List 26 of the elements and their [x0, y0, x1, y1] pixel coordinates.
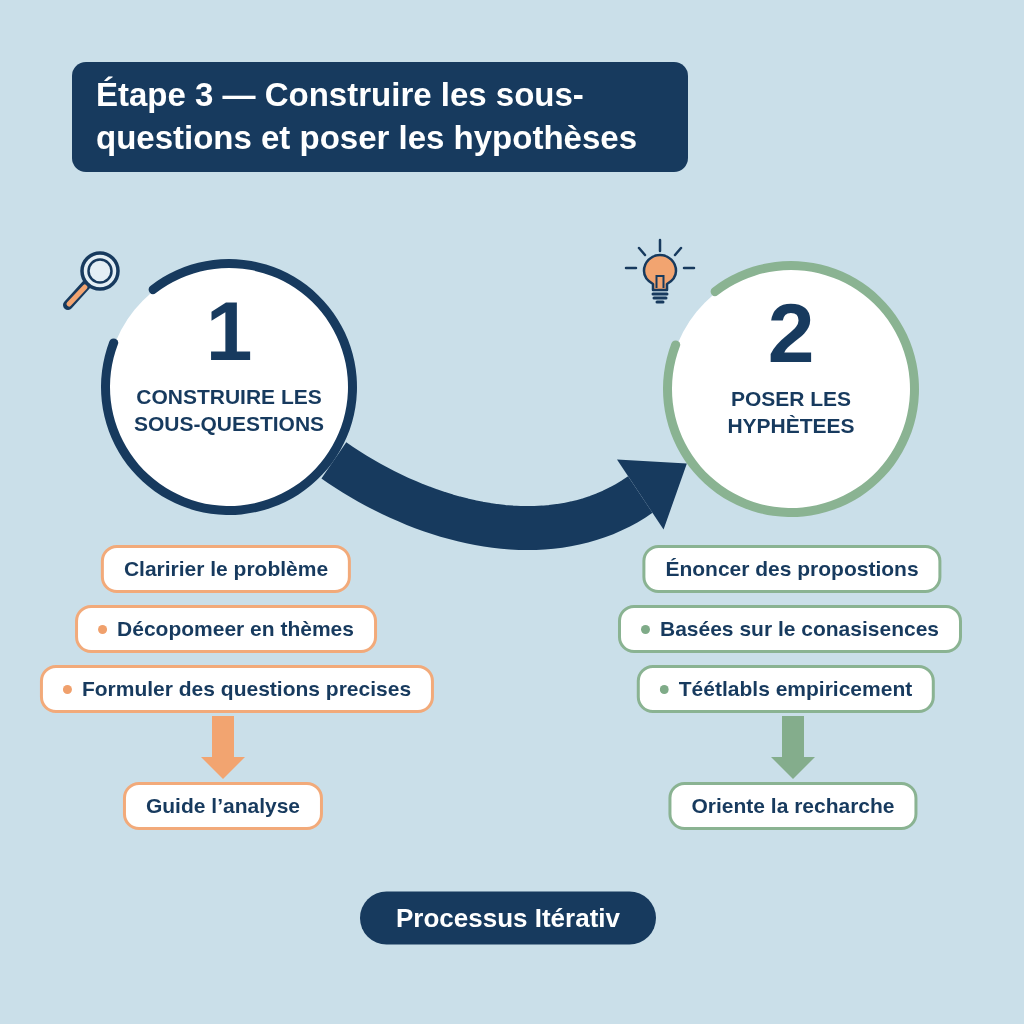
- curved-arrow: [318, 442, 687, 551]
- task-pill: [100, 545, 352, 593]
- down-arrow: [201, 716, 245, 779]
- down-arrow: [771, 716, 815, 779]
- task-pill: [618, 605, 962, 653]
- step-title: CONSTRUIRE LES SOUS-QUESTIONS: [132, 383, 326, 437]
- task-text: Formuler des questions precises: [81, 677, 412, 701]
- task-pill: [75, 605, 377, 653]
- task-text: Basées sur le conasisences: [660, 617, 939, 641]
- step-number: 1: [205, 288, 253, 373]
- task-text: Décopomeer en thèmes: [117, 617, 354, 641]
- task-pill: [636, 665, 936, 713]
- task-text: Claririer le problème: [123, 557, 329, 581]
- task-text: Téétlabls empiricement: [678, 677, 913, 701]
- task-pill: [39, 665, 435, 713]
- process-label: Processus Itérativ: [396, 902, 620, 934]
- process-pill: [360, 891, 656, 945]
- step-title: POSER LES HYPHÈTEES: [726, 385, 856, 439]
- task-pill: [642, 545, 942, 593]
- task-text: Oriente la recharche: [691, 794, 895, 818]
- task-pill: [668, 782, 918, 830]
- title-banner: Étape 3 — Construire les sous-questions et poser les hypothèses: [72, 62, 688, 172]
- task-text: Guide l’analyse: [145, 794, 301, 818]
- task-text: Énoncer des propostions: [665, 557, 919, 581]
- step-number: 2: [767, 290, 815, 375]
- task-pill: [122, 782, 324, 830]
